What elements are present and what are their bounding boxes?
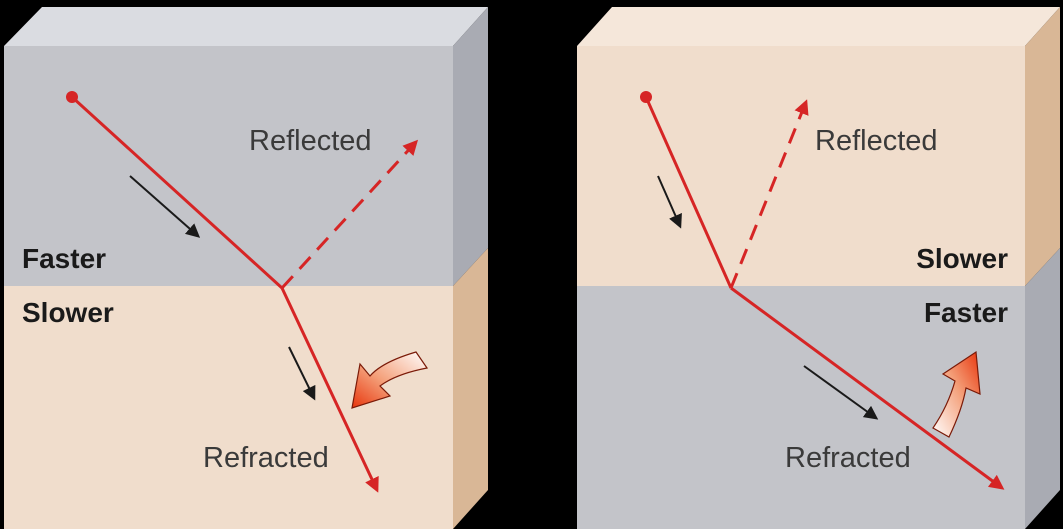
right-incident-ray <box>644 96 733 289</box>
left-curved-arrow-icon <box>351 351 429 409</box>
right-panel: Reflected Refracted Slower Faster <box>577 7 1060 529</box>
right-upper-side <box>1025 7 1060 286</box>
right-bottom-medium-label: Faster <box>924 297 1008 328</box>
right-upper-front <box>577 46 1025 286</box>
left-incident-ray <box>70 95 284 290</box>
left-refracted-ray <box>280 287 379 493</box>
right-reflected-ray <box>729 99 809 289</box>
right-incident-direction-arrow-icon <box>657 175 682 229</box>
right-refracted-label: Refracted <box>785 442 911 474</box>
left-reflected-ray <box>280 139 419 290</box>
left-reflected-label: Reflected <box>249 125 372 157</box>
left-block <box>4 7 488 529</box>
right-reflected-label: Reflected <box>815 125 938 157</box>
left-top-medium-label: Faster <box>22 243 106 274</box>
left-incident-direction-arrow-icon <box>129 175 201 238</box>
left-upper-side <box>453 7 488 286</box>
right-top-medium-label: Slower <box>916 243 1008 274</box>
left-top-face <box>4 7 488 46</box>
left-ray-source-dot <box>66 91 78 103</box>
left-panel: Reflected Refracted Faster Slower <box>4 7 488 529</box>
left-upper-front <box>4 46 453 286</box>
right-refracted-direction-arrow-icon <box>803 365 879 420</box>
left-refracted-direction-arrow-icon <box>288 346 316 401</box>
left-lower-side <box>453 248 488 529</box>
right-refracted-ray <box>730 286 1005 490</box>
right-top-face <box>577 7 1060 46</box>
right-lower-side <box>1025 248 1060 529</box>
left-bottom-medium-label: Slower <box>22 297 114 328</box>
left-refracted-label: Refracted <box>203 442 329 474</box>
right-curved-arrow-icon <box>932 350 981 438</box>
right-ray-source-dot <box>640 91 652 103</box>
